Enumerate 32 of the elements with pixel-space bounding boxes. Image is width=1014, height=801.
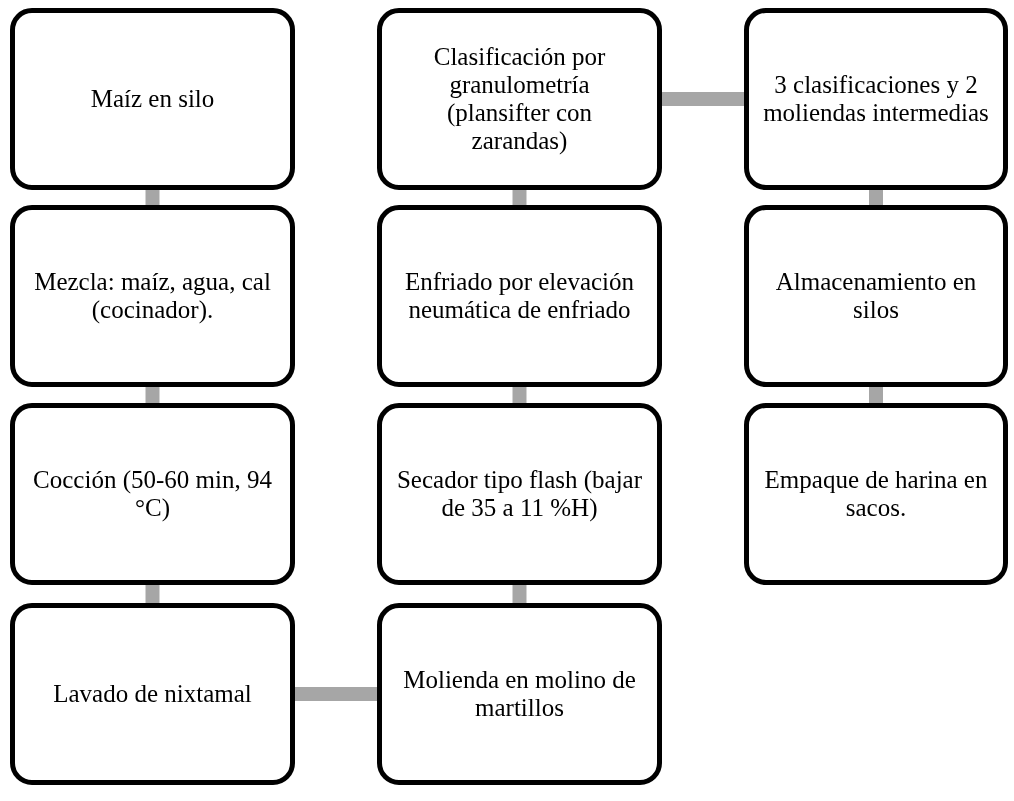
connector — [662, 92, 744, 106]
process-box — [10, 8, 295, 190]
process-box — [744, 8, 1008, 190]
process-box — [377, 403, 662, 585]
step-text: Empaque de harina en sacos. — [763, 466, 989, 522]
connector — [145, 387, 160, 403]
step-text: Cocción (50-60 min, 94 °C) — [32, 466, 273, 522]
connector — [145, 585, 160, 603]
process-box — [10, 603, 295, 785]
step-text: Clasificación por granulometría (plansifter con zarandas) — [432, 43, 607, 155]
step-text: Secador tipo flash (bajar de 35 a 11 %H) — [396, 466, 643, 522]
process-box — [10, 205, 295, 387]
process-box — [744, 403, 1008, 585]
process-box — [744, 205, 1008, 387]
step-text: 3 clasificaciones y 2 moliendas intermedias — [763, 71, 989, 127]
process-box — [10, 403, 295, 585]
process-box — [377, 603, 662, 785]
connector — [869, 190, 883, 205]
connector — [295, 687, 377, 701]
step-text: Enfriado por elevación neumática de enfriado — [403, 268, 636, 324]
connector — [512, 585, 527, 603]
step-text: Molienda en molino de martillos — [402, 666, 637, 722]
connector — [512, 190, 527, 205]
process-box — [377, 205, 662, 387]
connector — [145, 190, 160, 205]
step-text: Maíz en silo — [90, 85, 215, 113]
process-box — [377, 8, 662, 190]
connector — [512, 387, 527, 403]
step-text: Lavado de nixtamal — [53, 680, 252, 708]
step-text: Mezcla: maíz, agua, cal (cocinador). — [33, 268, 272, 324]
step-text: Almacenamiento en silos — [774, 268, 978, 324]
connector — [869, 387, 883, 403]
